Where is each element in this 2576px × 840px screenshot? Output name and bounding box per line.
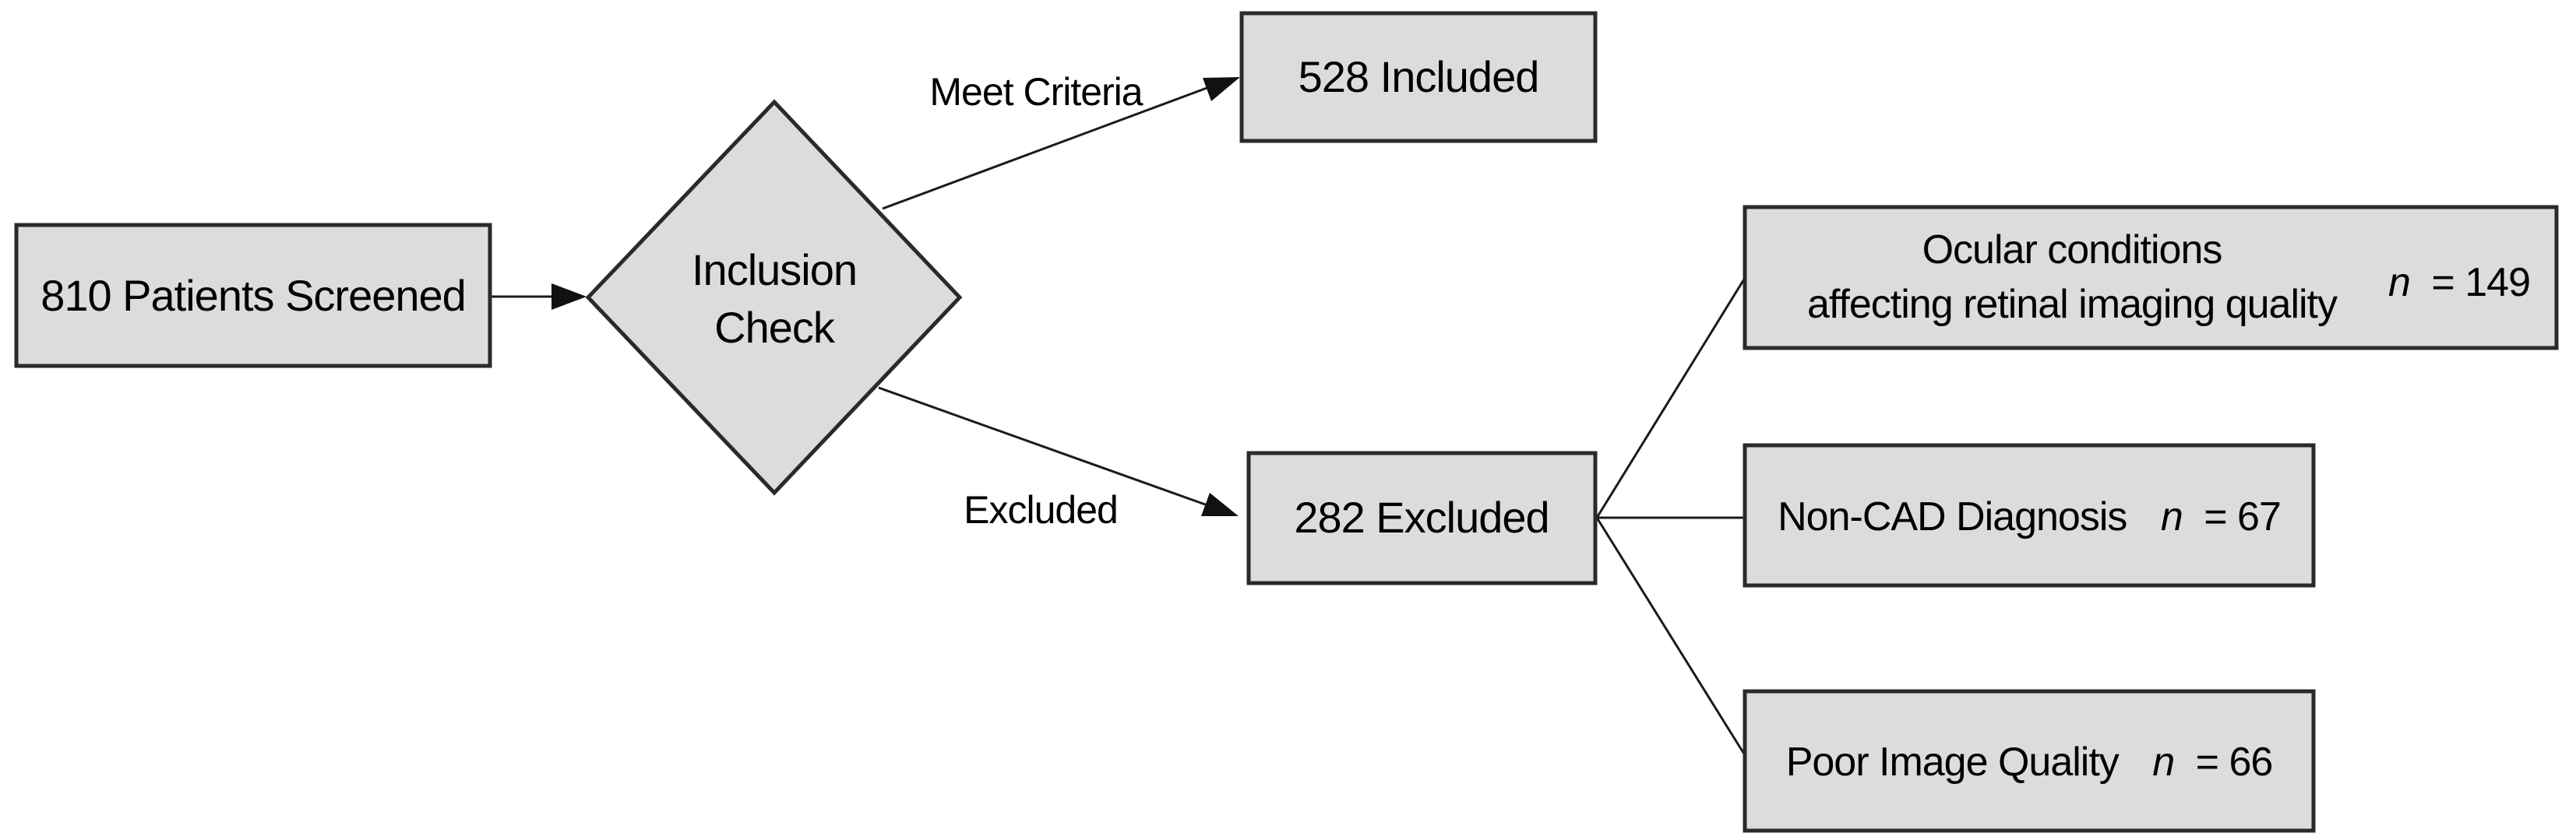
node-box	[14, 223, 492, 368]
arrowhead-icon	[1203, 77, 1240, 101]
node-patients-screened: 810 Patients Screened	[14, 223, 492, 368]
node-label-line1: Ocular conditions	[1922, 227, 2222, 272]
reason-label: Non-CAD Diagnosis	[1778, 494, 2127, 539]
connector-line-to-ocular	[1595, 277, 1746, 518]
node-label-line2: Check	[714, 303, 836, 352]
node-reason-ocular-conditions: Ocular conditions affecting retinal imag…	[1743, 205, 2559, 350]
node-label-line2: affecting retinal imaging quality	[1807, 282, 2338, 327]
node-box	[1239, 11, 1598, 143]
edge-excluded-to-reasons	[1595, 277, 1746, 756]
node-label: 528 Included	[1299, 52, 1539, 101]
decision-diamond	[585, 99, 963, 496]
node-label-line1: Inclusion	[692, 245, 857, 294]
node-excluded: 282 Excluded	[1246, 451, 1598, 585]
node-label: Non-CAD Diagnosis n = 67	[1778, 494, 2281, 539]
edge-check-to-excluded: Excluded	[878, 386, 1239, 532]
node-box	[1246, 451, 1598, 585]
n-symbol: n	[2161, 494, 2183, 539]
node-box	[1743, 689, 2316, 833]
edge-check-to-included: Meet Criteria	[882, 70, 1240, 210]
connector-line	[878, 386, 1208, 507]
connector-line	[882, 86, 1210, 210]
node-label: 810 Patients Screened	[41, 271, 466, 320]
node-reason-poor-quality: Poor Image Quality n = 66	[1743, 689, 2316, 833]
arrowhead-icon	[551, 283, 587, 310]
n-count-value: = 66	[2196, 740, 2273, 785]
arrowhead-icon	[1201, 493, 1239, 516]
node-included: 528 Included	[1239, 11, 1598, 143]
connector-line-to-quality	[1595, 517, 1746, 756]
edge-label-meet-criteria: Meet Criteria	[929, 70, 1143, 114]
node-inclusion-check: Inclusion Check	[585, 99, 963, 496]
node-box	[1743, 443, 2316, 588]
n-count-value: = 67	[2204, 494, 2281, 539]
edge-screened-to-check	[490, 283, 587, 310]
n-symbol: n	[2388, 260, 2410, 305]
n-symbol: n	[2152, 740, 2174, 785]
node-label: Poor Image Quality n = 66	[1786, 740, 2273, 785]
edge-label-excluded: Excluded	[964, 488, 1118, 532]
reason-label: Poor Image Quality	[1786, 740, 2120, 785]
node-box	[1743, 205, 2559, 350]
node-label: 282 Excluded	[1294, 493, 1549, 542]
node-reason-noncad: Non-CAD Diagnosis n = 67	[1743, 443, 2316, 588]
node-count: n = 149	[2388, 260, 2530, 305]
n-count-value: = 149	[2431, 260, 2530, 305]
